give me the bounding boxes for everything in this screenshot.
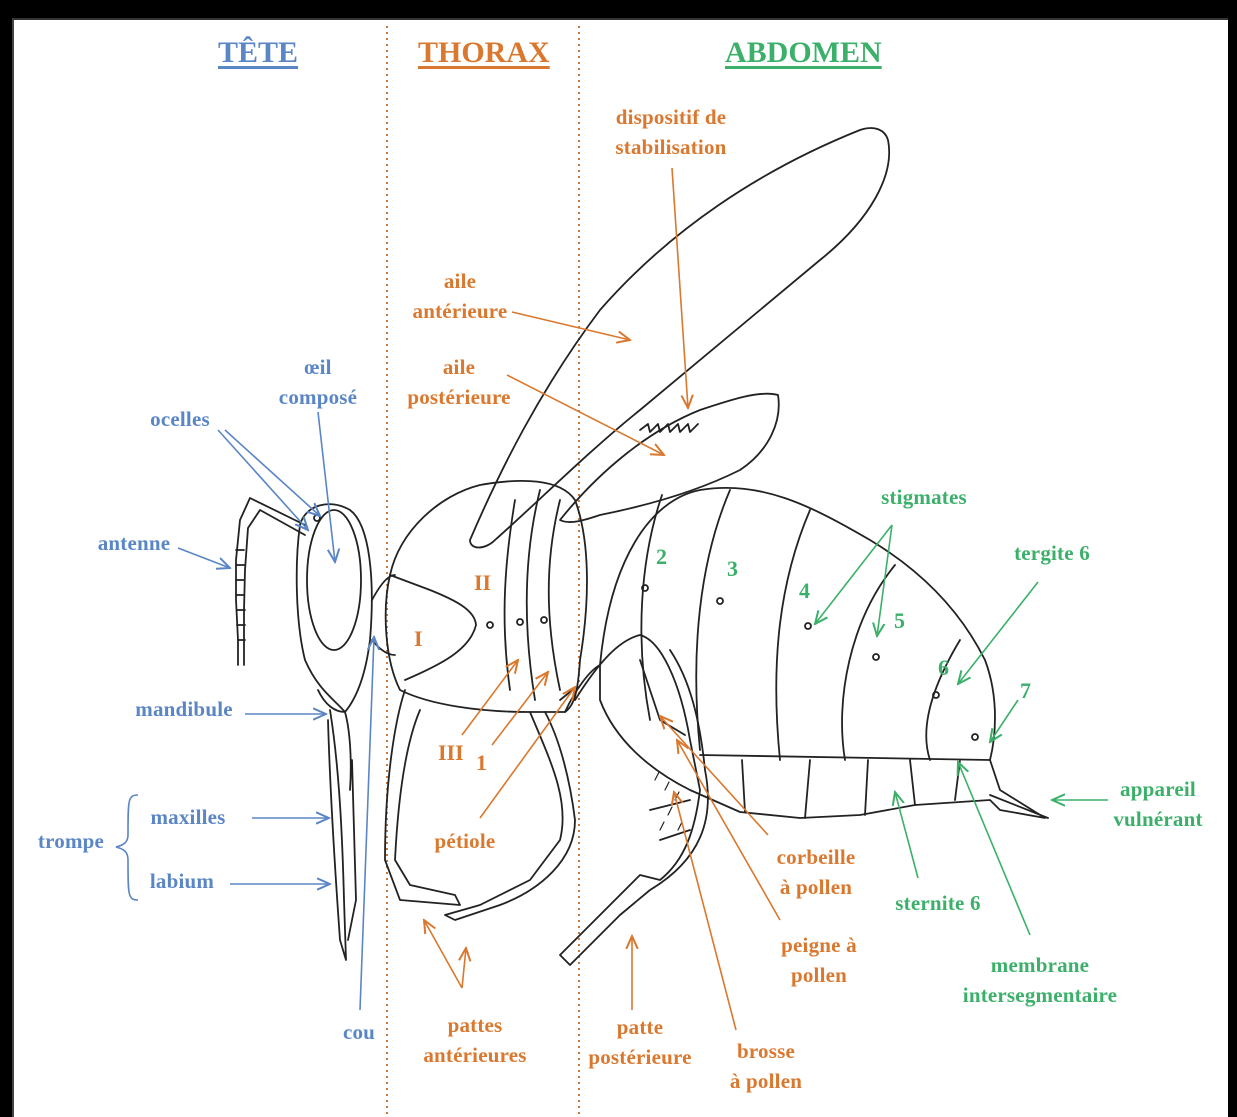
label-sternite-6: sternite 6 bbox=[884, 888, 992, 918]
label-segment-3: 3 bbox=[727, 556, 738, 582]
header-thorax: THORAX bbox=[418, 36, 550, 70]
header-abdomen: ABDOMEN bbox=[725, 36, 882, 70]
label-stigmates: stigmates bbox=[870, 482, 978, 512]
label-antenne: antenne bbox=[88, 528, 180, 558]
label-membrane-intersegmentaire: membrane intersegmentaire bbox=[950, 950, 1130, 1010]
hindleg bbox=[560, 635, 708, 965]
label-maxilles: maxilles bbox=[140, 802, 236, 832]
label-segment-5: 5 bbox=[894, 608, 905, 634]
head-capsule bbox=[297, 504, 372, 712]
label-segment-III: III bbox=[438, 740, 464, 766]
label-petiole: pétiole bbox=[424, 826, 506, 856]
forewing-shape bbox=[470, 128, 889, 547]
label-segment-6: 6 bbox=[938, 655, 949, 681]
foreleg-2 bbox=[445, 712, 575, 920]
label-tergite-6: tergite 6 bbox=[1000, 538, 1104, 568]
label-dispositif-stabilisation: dispositif de stabilisation bbox=[596, 102, 746, 162]
bee-outline bbox=[236, 128, 1048, 965]
stinger bbox=[990, 795, 1048, 818]
header-tete: TÊTE bbox=[218, 36, 298, 70]
abdomen-shape bbox=[600, 488, 1045, 818]
label-labium: labium bbox=[142, 866, 222, 896]
label-mandibule: mandibule bbox=[128, 694, 240, 724]
label-aile-posterieure: aile postérieure bbox=[398, 352, 520, 412]
proboscis-shape bbox=[328, 710, 346, 960]
label-peigne-pollen: peigne à pollen bbox=[768, 930, 870, 990]
label-oeil-compose: œil composé bbox=[268, 352, 368, 412]
antenna-shape bbox=[236, 498, 305, 665]
label-pattes-anterieures: pattes antérieures bbox=[412, 1010, 538, 1070]
label-brosse-pollen: brosse à pollen bbox=[720, 1036, 812, 1096]
label-segment-1: 1 bbox=[476, 750, 487, 776]
label-patte-posterieure: patte postérieure bbox=[578, 1012, 702, 1072]
label-segment-7: 7 bbox=[1020, 678, 1031, 704]
label-ocelles: ocelles bbox=[140, 404, 220, 434]
label-corbeille-pollen: corbeille à pollen bbox=[766, 842, 866, 902]
label-segment-2: 2 bbox=[656, 544, 667, 570]
label-trompe: trompe bbox=[30, 826, 112, 856]
label-segment-4: 4 bbox=[799, 578, 810, 604]
label-cou: cou bbox=[336, 1017, 382, 1047]
label-aile-anterieure: aile antérieure bbox=[404, 266, 516, 326]
label-appareil-vulnerant: appareil vulnérant bbox=[1106, 774, 1210, 834]
foreleg-1 bbox=[385, 690, 460, 905]
label-segment-II: II bbox=[474, 570, 491, 596]
label-segment-I: I bbox=[414, 626, 423, 652]
compound-eye-shape bbox=[307, 510, 361, 650]
